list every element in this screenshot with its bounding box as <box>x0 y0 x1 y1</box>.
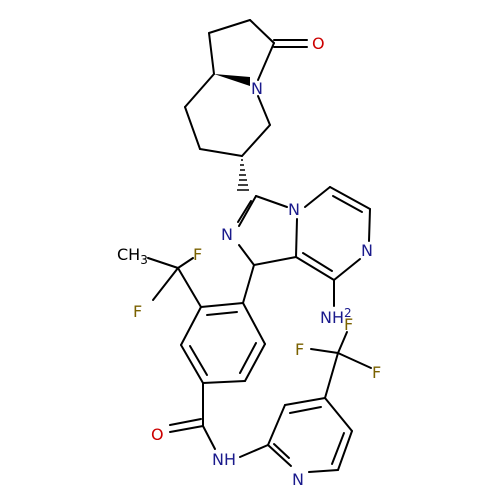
bond-c8-c8a <box>295 256 335 281</box>
bond-c1-c8a <box>208 32 215 75</box>
bond-p5-p6-inner <box>331 432 345 465</box>
bond-c5-c6-pyz <box>329 186 371 210</box>
ch3-main: CH <box>117 245 140 264</box>
atom-label-n-lactam: N <box>251 79 263 98</box>
bond-cf3-f-top <box>337 331 348 354</box>
atom-label-f-cf3-left: F <box>295 340 304 359</box>
bonds <box>147 19 372 473</box>
bond-p5-p6 <box>337 430 353 471</box>
bond-n1-p2-inner <box>273 443 290 459</box>
atom-label-n-pyridine: N <box>292 470 304 489</box>
atom-label-f-lower: F <box>133 302 142 321</box>
bond-c3-n <box>257 42 275 81</box>
bond-camide-nh <box>202 425 216 450</box>
bond-p2-p3 <box>267 404 286 446</box>
atom-label-f-cf3-top: F <box>344 315 353 334</box>
bond-n2-c1 <box>238 244 255 266</box>
bond-n4-c5 <box>304 186 331 208</box>
bond-p3-p4 <box>284 397 326 406</box>
bond-c1-aryl <box>242 264 255 304</box>
atom-label-n-pyrazine: N <box>361 241 373 260</box>
bond-b4-b5 <box>180 344 204 384</box>
bond-b6-b1-inner <box>206 311 238 316</box>
bond-cf3-f-left <box>310 348 339 354</box>
bond-c5-c6-pyz-inner <box>332 195 363 213</box>
bond-c1-c8a-ring <box>253 256 297 266</box>
bond-c7-c8 <box>184 106 201 150</box>
bond-b1-b2 <box>242 302 266 345</box>
atom-label-n-imidazole: N <box>221 225 233 244</box>
bond-p4-p5 <box>324 397 353 432</box>
bond-c6-c7 <box>199 148 243 157</box>
bond-c8a-n4 <box>295 218 298 258</box>
bond-b4-b5-inner <box>189 345 208 376</box>
bond-p4-cf3 <box>324 352 339 399</box>
bond-c2-c3 <box>249 19 275 44</box>
wedge-bond-c8a-n <box>214 74 250 86</box>
bond-cf2-f-upper <box>177 257 194 269</box>
bond-b5-b6 <box>180 306 202 346</box>
bond-cf2-f-lower <box>152 267 179 301</box>
bond-b2-b3 <box>244 343 266 382</box>
atom-label-nh2: NH2 <box>320 306 352 327</box>
bond-camide-o-a <box>169 425 204 433</box>
bond-cf3-f-right <box>337 352 372 369</box>
atom-label-nh-amide: NH <box>212 450 236 469</box>
atom-label-ch3: CH3 <box>117 245 148 267</box>
bond-c8-c8a-inner <box>302 252 333 272</box>
nh2-subscript: 2 <box>344 306 352 320</box>
nh2-main: NH <box>320 308 344 327</box>
atom-label-o-amide: O <box>151 425 164 444</box>
atom-label-o-lactam: O <box>312 34 325 53</box>
atom-label-n-bridge: N <box>288 200 300 219</box>
bond-c1-c2 <box>208 19 251 34</box>
bond-c3-n4 <box>255 195 288 208</box>
hashed-bond-c6-c3 <box>237 159 249 191</box>
bond-c3-n2 <box>238 195 257 227</box>
bond-nh-pyr <box>239 444 269 458</box>
atom-label-f-cf3-right: F <box>372 363 381 382</box>
bond-c8-c8a <box>184 73 215 108</box>
bond-c6-n7 <box>368 208 371 242</box>
bond-b6-cf2 <box>177 267 202 308</box>
bond-b6-b1 <box>200 302 244 308</box>
atom-labels: O N N N N NH2 CH3 F F F F F O NH N <box>117 34 381 489</box>
bond-n7-c8 <box>333 258 361 281</box>
bond-c3-n2-inner <box>237 200 252 223</box>
atom-label-f-upper: F <box>193 245 202 264</box>
bond-p3-p4-inner <box>289 406 322 414</box>
bond-cf2-ch3 <box>147 257 179 269</box>
bond-n1-p2 <box>267 444 292 467</box>
bond-c5-c6 <box>241 124 271 157</box>
bond-p6-n1 <box>308 469 339 473</box>
bond-b2-b3-inner <box>239 342 257 374</box>
ch3-subscript: 3 <box>140 253 148 267</box>
bond-b3-b4 <box>202 380 246 384</box>
bond-camide-o-b <box>169 418 202 426</box>
bond-n-c5 <box>257 95 271 126</box>
